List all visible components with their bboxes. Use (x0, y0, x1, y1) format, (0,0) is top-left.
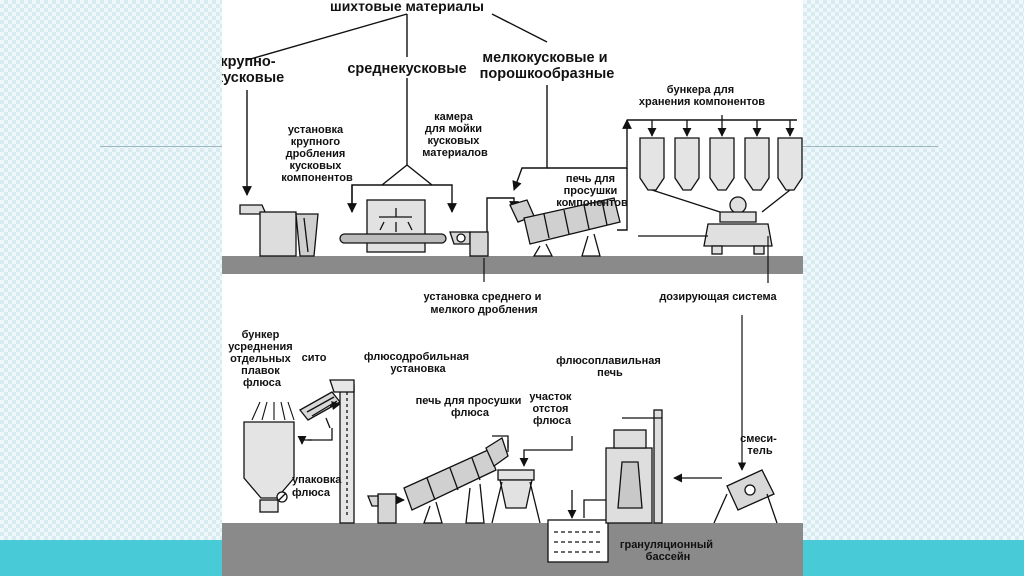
teal-footer-band-right (803, 540, 1024, 576)
labels: шихтовые материалы крупно- кусковые сред… (222, 0, 780, 563)
lower-flow-arrows (297, 401, 722, 519)
label-melting-furnace: флюсоплавильная печь (556, 355, 664, 379)
label-flux-crusher: флюсодробильная установка (364, 351, 472, 375)
slide-background-left (0, 0, 222, 576)
bucket-elevator (329, 379, 355, 524)
averaging-bunker (243, 401, 295, 513)
label-large-pieces: крупно- кусковые (222, 54, 284, 86)
teal-footer-band-left (0, 540, 222, 576)
flux-dryer-kiln (403, 437, 509, 524)
label-fine-powder: мелкокусковые и порошкообразные (480, 50, 615, 82)
washing-chamber (339, 199, 447, 253)
label-packing: упаковка флюса (292, 474, 344, 499)
medium-fine-crusher (449, 231, 489, 257)
label-wash-chamber: камера для мойки кусковых материалов (422, 111, 488, 159)
label-dosing-system: дозирующая система (659, 291, 777, 303)
label-mixer: смеси- тель (740, 433, 780, 457)
label-granulation-pool: грануляционный бассейн (620, 539, 716, 563)
label-flux-dryer: печь для просушки флюса (416, 395, 525, 419)
flux-melting-furnace (605, 409, 663, 524)
lower-floor (222, 523, 803, 576)
dosing-scales (638, 189, 791, 255)
label-mid-crusher: установка среднего и мелкого дробления (423, 291, 544, 316)
label-averaging-bunker: бункер усреднения отдельных плавок флюса (228, 329, 295, 389)
slide-divider-left (100, 146, 222, 147)
label-crusher: установка крупного дробления кусковых ко… (281, 124, 353, 184)
flux-crusher (367, 493, 397, 524)
bunker-feed-arrows (647, 115, 795, 137)
storage-bunkers (639, 137, 803, 191)
granulation-pool (547, 519, 609, 563)
label-medium-pieces: среднекусковые (347, 61, 466, 77)
large-crusher-unit (239, 204, 319, 257)
flux-production-diagram: шихтовые материалы крупно- кусковые сред… (222, 0, 803, 576)
diagram-title: шихтовые материалы (330, 0, 484, 14)
slide-divider-right (803, 146, 938, 147)
component-dryer-kiln (509, 197, 621, 257)
input-flow-arrows (242, 13, 797, 232)
upper-floor (222, 256, 803, 274)
label-component-dryer: печь для просушки компонентов (556, 173, 628, 209)
label-storage-bunkers: бункера для хранения компонентов (639, 84, 765, 108)
label-settling-area: участок отстоя флюса (529, 391, 574, 427)
settling-area (491, 469, 541, 524)
sieve (299, 391, 341, 429)
dosing-callout-lines (483, 236, 769, 471)
label-sieve: сито (302, 352, 327, 364)
mixer (713, 469, 778, 524)
slide-background-right (803, 0, 1024, 576)
